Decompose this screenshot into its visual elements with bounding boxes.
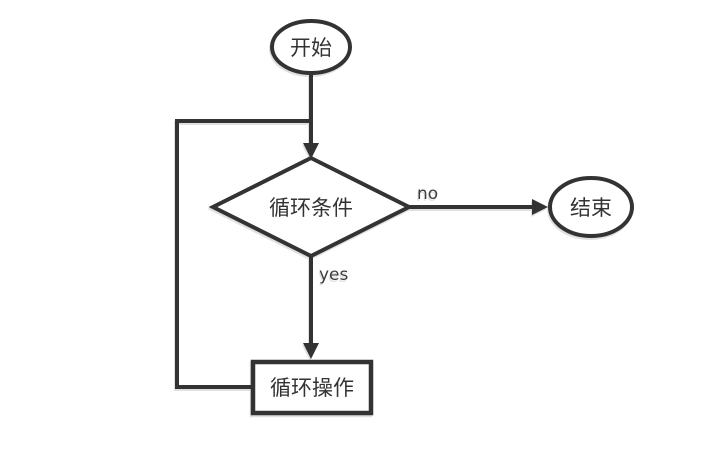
operation-node-label: 循环操作 xyxy=(270,376,354,400)
condition-node-label: 循环条件 xyxy=(269,196,353,220)
end-node xyxy=(548,176,634,238)
edge-label-no: no xyxy=(417,184,438,204)
operation-node xyxy=(250,359,374,416)
arrowhead-right-into-end xyxy=(532,199,548,215)
start-node xyxy=(270,19,352,75)
arrowhead-down-into-condition xyxy=(303,143,319,159)
condition-node xyxy=(208,155,414,259)
start-node-label: 开始 xyxy=(290,36,332,60)
arrowhead-down-into-operation xyxy=(303,343,319,359)
edge-loopback-operation-to-condition xyxy=(175,119,310,389)
end-node-label: 结束 xyxy=(570,196,612,220)
edge-label-yes: yes xyxy=(319,265,349,285)
